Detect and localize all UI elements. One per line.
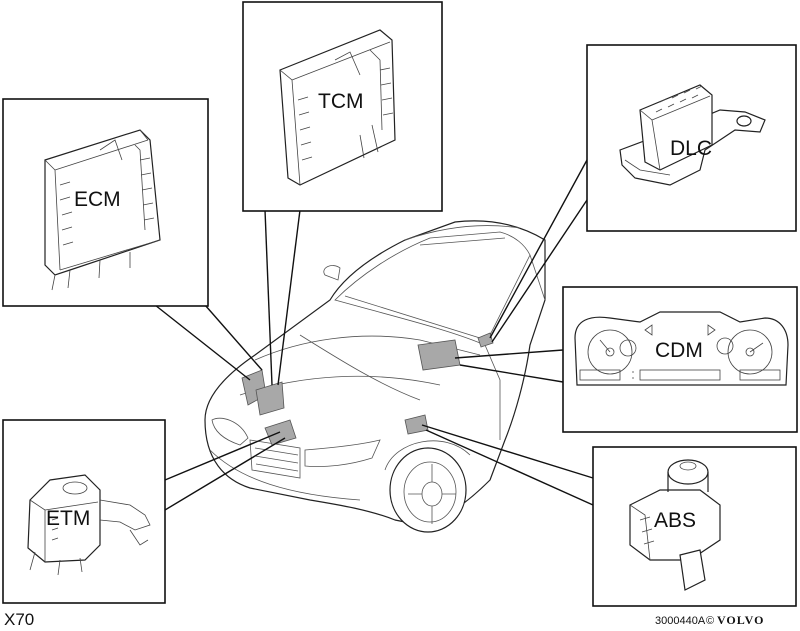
ecm-callout: ECM: [2, 98, 209, 307]
ecm-label: ECM: [74, 188, 121, 211]
brand-logo: VOLVO: [717, 613, 764, 627]
leader-tcm-2: [277, 209, 301, 386]
leader-ecm-2: [204, 304, 263, 371]
leader-ecm: [154, 304, 251, 381]
leader-lines: [154, 159, 594, 511]
leader-tcm: [264, 209, 273, 386]
etm-callout: ETM: [2, 419, 166, 604]
cdm-callout: CDM: [562, 286, 798, 433]
leader-abs: [421, 424, 594, 479]
tcm-label: TCM: [318, 90, 364, 113]
leader-cdm: [454, 349, 564, 359]
model-code: X70: [4, 610, 34, 629]
leader-dlc: [489, 159, 588, 339]
figure-reference: 3000440A © VOLVO: [655, 613, 764, 627]
etm-unit-drawing: [27, 474, 151, 576]
abs-unit-drawing: [629, 459, 721, 591]
reference-number: 3000440A: [655, 615, 706, 627]
leader-etm-2: [164, 437, 286, 511]
tcm-callout: TCM: [242, 1, 443, 212]
etm-label: ETM: [46, 507, 90, 530]
tcm-unit-drawing: [279, 29, 396, 186]
dlc-callout: DLC: [586, 44, 797, 232]
cdm-cluster-drawing: [574, 311, 789, 386]
dlc-label: DLC: [670, 137, 712, 160]
ecm-unit-drawing: [44, 129, 161, 291]
car-illustration: [204, 220, 546, 533]
leader-abs-2: [425, 429, 594, 506]
leader-cdm-2: [459, 364, 564, 383]
dlc-connector-drawing: [619, 84, 766, 186]
cdm-label: CDM: [655, 339, 703, 362]
abs-label: ABS: [654, 509, 696, 532]
copyright-symbol: ©: [706, 615, 714, 627]
leader-dlc-2: [491, 199, 588, 343]
abs-callout: ABS: [592, 446, 797, 607]
leader-etm: [164, 431, 281, 481]
